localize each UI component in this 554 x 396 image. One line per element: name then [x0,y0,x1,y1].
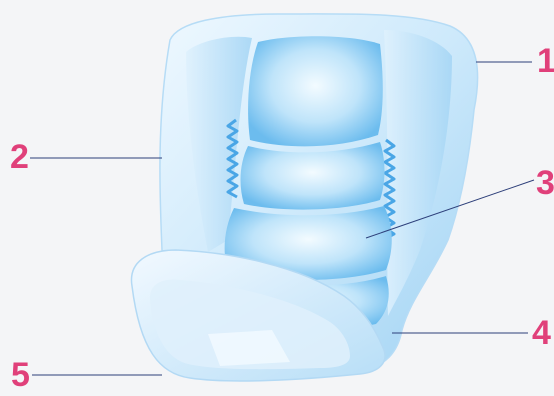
callout-label-5: 5 [11,358,30,392]
callout-label-3: 3 [536,166,554,200]
callout-label-2: 2 [10,140,29,174]
callout-label-4: 4 [532,316,551,350]
callout-label-1: 1 [537,44,554,78]
core-segment-top [248,36,383,146]
